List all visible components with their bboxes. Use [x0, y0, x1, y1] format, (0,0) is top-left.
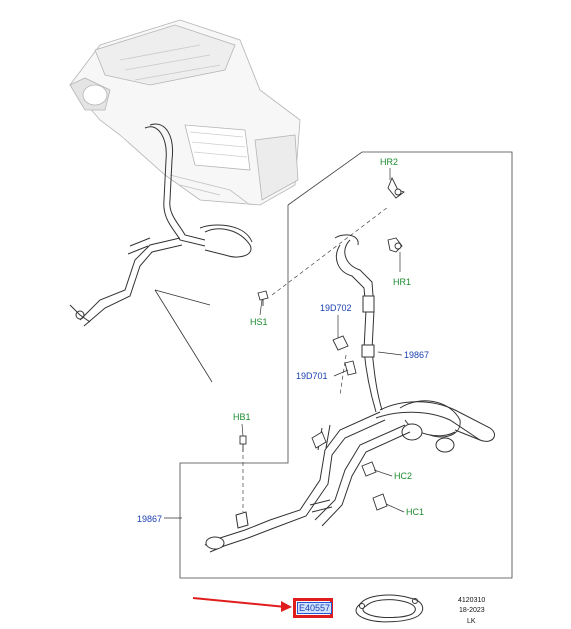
callout-hc2: HC2	[394, 471, 413, 481]
part-number-label[interactable]: E40557	[296, 602, 333, 614]
red-pointer-arrow	[192, 597, 292, 612]
upper-hose-assembly	[69, 123, 253, 327]
callout-19867-upper: 19867	[404, 350, 430, 360]
alignment-dashed-lines	[242, 206, 389, 512]
drawing-code: 4120310	[458, 597, 486, 604]
detail-frame	[179, 151, 513, 579]
hvac-housing	[69, 19, 301, 206]
callout-hr2: HR2	[380, 157, 399, 167]
callout-hs1: HS1	[250, 317, 268, 327]
callout-hr1: HR1	[393, 277, 412, 287]
callout-19867-lower: 19867	[137, 514, 163, 524]
callout-hc1: HC1	[406, 507, 425, 517]
fasteners	[239, 176, 405, 511]
main-hose-assembly	[204, 234, 495, 553]
callout-19d701: 19D701	[296, 371, 328, 381]
part-number-highlight[interactable]: E40557	[293, 598, 333, 618]
callout-19d702: 19D702	[320, 303, 352, 313]
gasket-seal	[355, 594, 424, 623]
drawing-date: 18-2023	[459, 607, 485, 614]
detail-pointer-lines	[154, 289, 213, 383]
callout-leader-lines	[164, 168, 405, 519]
callout-hb1: HB1	[233, 412, 251, 422]
drawing-initials: LK	[467, 618, 476, 625]
